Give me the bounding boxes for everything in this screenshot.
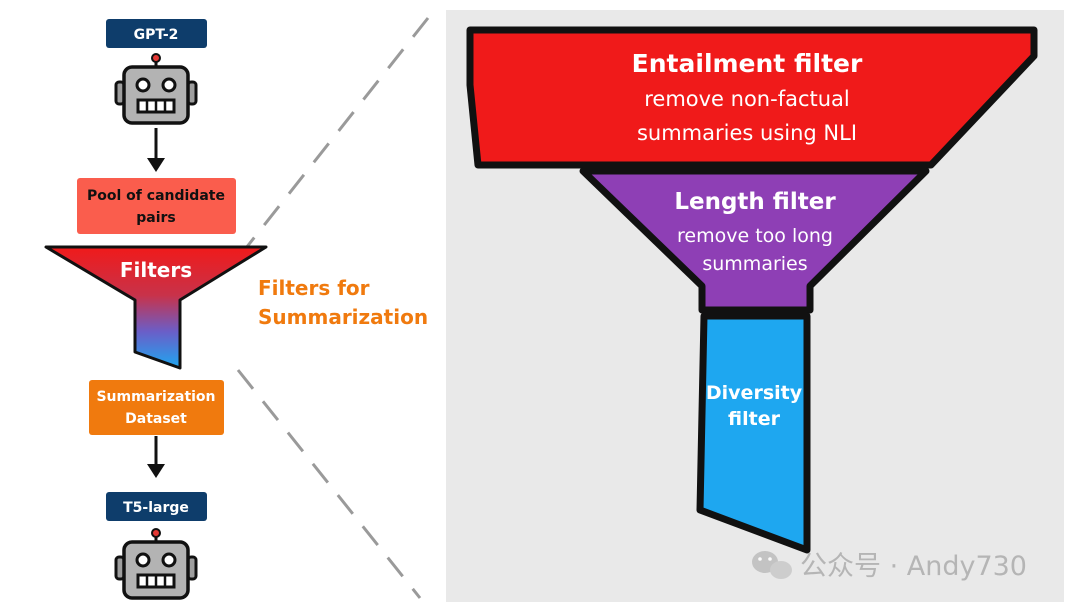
diversity-line2: filter xyxy=(728,408,781,430)
dataset-box xyxy=(89,380,224,435)
entailment-filter-section xyxy=(466,26,1038,169)
side-label-line2: Summarization xyxy=(258,305,428,329)
diversity-filter-section xyxy=(696,312,811,554)
diversity-line1: Diversity xyxy=(706,382,803,404)
t5-label: T5-large xyxy=(123,500,189,516)
arrow-down-icon xyxy=(147,464,165,478)
length-line2: summaries xyxy=(702,253,807,275)
gpt2-label-box xyxy=(106,19,207,48)
arrow-down-icon xyxy=(147,158,165,172)
dataset-label-line2: Dataset xyxy=(125,411,187,427)
robot-icon xyxy=(114,52,198,125)
zoom-guide-bottom xyxy=(236,369,422,599)
small-funnel xyxy=(44,245,268,370)
dataset-label-line1: Summarization xyxy=(96,389,215,405)
entailment-line1: remove non-factual xyxy=(644,87,850,111)
zoom-guide-top xyxy=(244,17,430,249)
watermark-text: 公众号 · Andy730 xyxy=(800,551,1027,582)
pool-label-line2: pairs xyxy=(136,210,176,226)
small-funnel-label: Filters xyxy=(120,258,192,282)
t5-label-box xyxy=(106,492,207,521)
length-line1: remove too long xyxy=(677,225,833,247)
gpt2-label: GPT-2 xyxy=(134,27,179,43)
entailment-title: Entailment filter xyxy=(632,49,863,78)
side-label-line1: Filters for xyxy=(258,276,370,300)
length-filter-section xyxy=(579,167,930,314)
wechat-icon xyxy=(752,551,792,579)
robot-icon xyxy=(114,527,198,600)
entailment-line2: summaries using NLI xyxy=(637,121,857,145)
pool-box xyxy=(77,178,236,234)
pool-label-line1: Pool of candidate xyxy=(87,188,225,204)
length-title: Length filter xyxy=(674,189,836,215)
